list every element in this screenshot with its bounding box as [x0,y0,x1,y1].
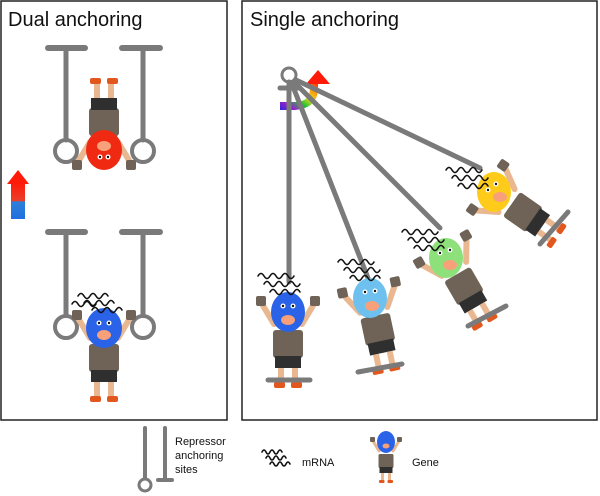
legend-anchor-line1: Repressor [175,436,226,448]
gene-figure-yellow [445,158,577,263]
repressed-gene-figure [45,45,163,170]
mrna-icon [261,449,291,467]
legend-anchor-line3: sites [175,464,198,476]
anchoring-site-icon [137,426,174,493]
dual-anchoring-panel: Dual anchoring [0,0,228,421]
gene-figure-light-blue [337,258,419,380]
gene-figure-green [401,229,514,341]
legend-anchor-line2: anchoring [175,450,223,462]
tethers [286,77,483,285]
single-panel-title: Single anchoring [250,9,399,31]
legend-gene-label: Gene [412,457,439,469]
gene-figure-blue [256,272,320,389]
legend: Repressor anchoring sites mRNA Gene [137,426,439,493]
active-gene-figure [45,229,163,402]
dual-panel-title: Dual anchoring [8,9,143,31]
gene-icon [368,431,404,485]
red-to-blue-arrow-icon [7,170,29,219]
mrna-squiggles [71,292,123,314]
legend-mrna-label: mRNA [302,457,335,469]
single-anchoring-panel: Single anchoring [241,0,598,421]
